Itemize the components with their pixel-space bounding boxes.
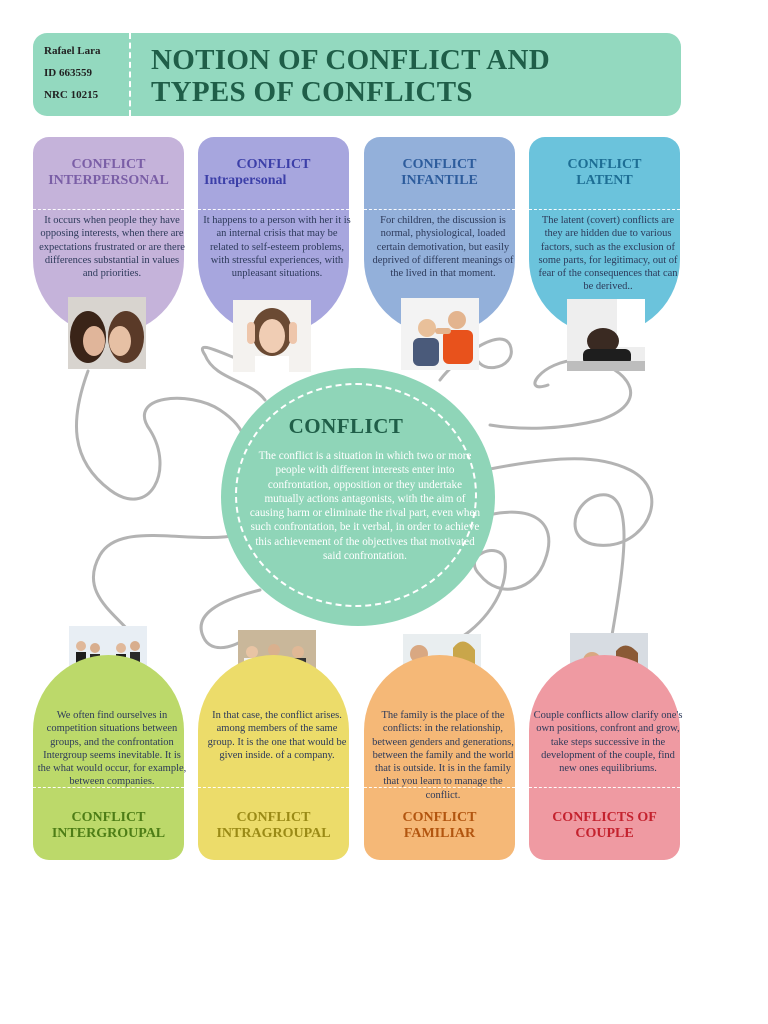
card-familiar: The family is the place of the conflicts… — [364, 655, 515, 860]
header-banner — [33, 33, 681, 116]
page-title: NOTION OF CONFLICT AND TYPES OF CONFLICT… — [151, 44, 671, 108]
author-name: Rafael Lara — [44, 45, 101, 57]
woman-head-down-image — [567, 299, 645, 371]
card-divider — [364, 209, 515, 210]
card-title: CONFLICT INFANTILE — [364, 157, 515, 189]
card-title-line-2: INTERGROUPAL — [51, 826, 166, 841]
card-title-line-1: CONFLICT — [402, 810, 477, 825]
card-title: CONFLICT FAMILIAR — [364, 810, 515, 842]
card-title: CONFLICTS OF COUPLE — [529, 810, 680, 842]
card-title-line-2: COUPLE — [575, 826, 634, 841]
card-title: CONFLICT Intrapersonal — [198, 157, 349, 189]
card-title: CONFLICT LATENT — [529, 157, 680, 189]
card-description: In that case, the conflict arises. among… — [207, 710, 347, 761]
card-divider — [198, 209, 349, 210]
card-divider — [33, 787, 184, 788]
center-description: The conflict is a situation in which two… — [249, 450, 481, 563]
author-id: ID 663559 — [44, 67, 92, 79]
stressed-woman-image — [233, 300, 311, 372]
card-divider — [33, 209, 184, 210]
card-title: CONFLICT INTERGROUPAL — [33, 810, 184, 842]
author-nrc: NRC 10215 — [44, 89, 99, 101]
card-description: Couple conflicts allow clarify one's own… — [533, 710, 683, 775]
card-title-line-2: INFANTILE — [401, 173, 478, 188]
center-dashed-ring — [235, 383, 477, 607]
header-divider — [129, 33, 131, 116]
card-title-line-1: CONFLICT — [236, 810, 311, 825]
card-title-line-1: CONFLICT — [71, 157, 146, 172]
card-divider — [529, 209, 680, 210]
card-title-line-1: CONFLICT — [71, 810, 146, 825]
card-description: It occurs when people they have opposing… — [39, 215, 185, 280]
card-intragroupal: In that case, the conflict arises. among… — [198, 655, 349, 860]
title-line-2: TYPES OF CONFLICTS — [151, 76, 473, 108]
card-description: The latent (covert) conflicts are they a… — [538, 215, 678, 293]
card-title-line-2: INTRAGROUPAL — [216, 826, 331, 841]
card-intergroupal: We often find ourselves in competition s… — [33, 655, 187, 860]
card-description: The family is the place of the conflicts… — [372, 710, 514, 801]
card-title-line-1: CONFLICTS OF — [552, 810, 657, 825]
card-title-line-1: CONFLICT — [402, 157, 477, 172]
card-title-line-2: INTERPERSONAL — [48, 173, 169, 188]
card-title-line-2: Intrapersonal — [204, 173, 287, 188]
two-women-arguing-image — [68, 297, 146, 369]
card-couple: Couple conflicts allow clarify one's own… — [529, 655, 683, 860]
card-title-line-1: CONFLICT — [567, 157, 642, 172]
card-description: For children, the discussion is normal, … — [372, 215, 514, 280]
card-title: CONFLICT INTERPERSONAL — [33, 157, 184, 189]
card-title-line-2: FAMILIAR — [403, 826, 476, 841]
card-title-line-2: LATENT — [576, 173, 633, 188]
card-description: We often find ourselves in competition s… — [37, 710, 187, 788]
center-title: CONFLICT — [288, 414, 404, 438]
card-divider — [198, 787, 349, 788]
card-description: It happens to a person with her it is an… — [203, 215, 351, 280]
children-fighting-image — [401, 298, 479, 370]
card-title-line-1: CONFLICT — [236, 157, 311, 172]
title-line-1: NOTION OF CONFLICT AND — [151, 44, 550, 76]
card-title: CONFLICT INTRAGROUPAL — [198, 810, 349, 842]
card-divider — [529, 787, 680, 788]
card-divider — [364, 787, 515, 788]
